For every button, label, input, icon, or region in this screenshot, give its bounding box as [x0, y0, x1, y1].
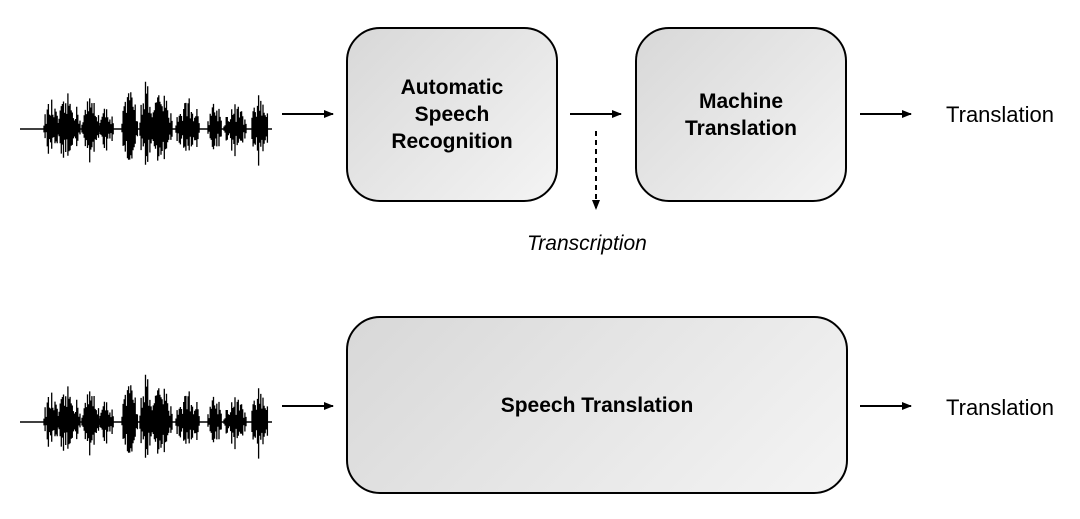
mt-box: Machine Translation	[635, 27, 847, 202]
speech-translation-label: Speech Translation	[500, 393, 694, 417]
translation-output-bottom: Translation	[946, 395, 1055, 420]
waveform-icon-top	[20, 81, 272, 166]
asr-box: Automatic Speech Recognition	[346, 27, 558, 202]
asr-label: Automatic Speech Recognition	[391, 76, 513, 153]
speech-translation-box: Speech Translation	[346, 316, 848, 494]
mt-label: Machine Translation	[684, 89, 798, 140]
waveform-icon-bottom	[20, 374, 272, 459]
transcription-label: Transcription	[527, 232, 647, 255]
translation-output-top: Translation	[946, 102, 1055, 127]
